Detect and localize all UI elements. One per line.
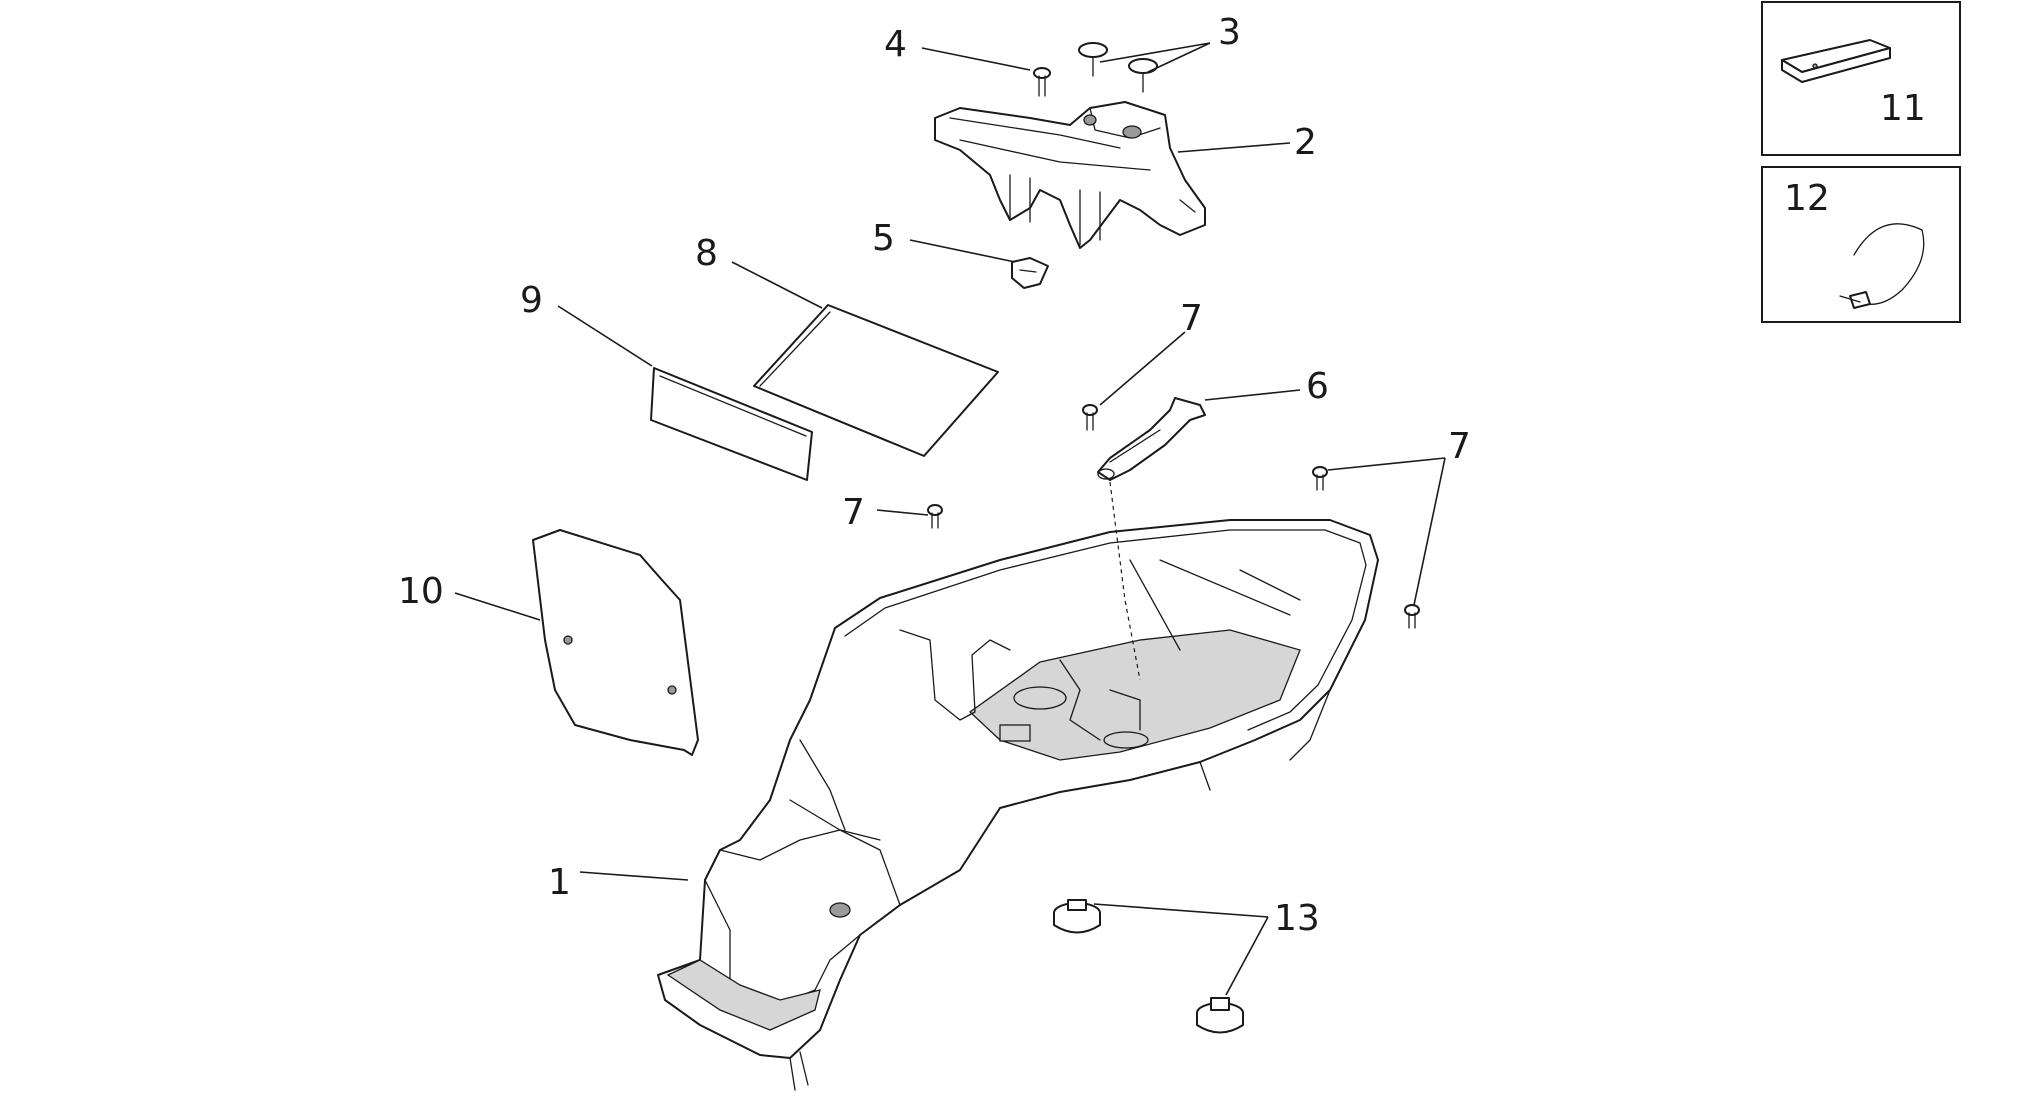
callout-7-right: 7 [1448,426,1471,467]
inset-box-11 [1761,1,1961,156]
leader-7a [1099,331,1186,406]
part-6-strap [1097,397,1206,681]
part-10-cover [532,529,699,756]
part-1-helmet-compartment [657,519,1379,1091]
callout-7-left: 7 [842,492,865,533]
callout-7-upper: 7 [1180,298,1203,339]
leader-2 [1177,142,1291,153]
leader-7b [1327,457,1446,606]
part-9-panel [650,367,813,481]
callout-13: 13 [1274,898,1320,939]
callout-9: 9 [520,280,543,321]
part-2-hinge-bracket [934,101,1206,249]
callout-5: 5 [872,218,895,259]
callout-2: 2 [1294,122,1317,163]
part-5-clip [1011,257,1049,289]
leader-lines [454,42,1446,996]
callout-12: 12 [1784,178,1830,219]
leader-13 [1093,903,1269,996]
callout-11: 11 [1880,88,1926,129]
callout-8: 8 [695,233,718,274]
leader-7c [876,509,929,516]
callout-4: 4 [884,24,907,65]
leader-4 [921,47,1031,71]
inset-box-12 [1761,166,1961,323]
callout-6: 6 [1306,366,1329,407]
callout-1: 1 [548,862,571,903]
leader-6 [1204,389,1301,401]
leader-8 [731,261,823,309]
part-13-buffers [1053,899,1244,1034]
part-7-screws [927,404,1420,629]
callout-labels: 1 2 3 4 5 6 7 7 7 8 9 10 11 12 13 [398,12,1926,939]
leader-1 [579,871,689,881]
callout-3: 3 [1218,12,1241,53]
leader-9 [557,305,653,367]
callout-10: 10 [398,571,444,612]
part-8-pad [753,304,999,457]
leader-10 [454,592,541,621]
part-3-rivets [1078,42,1158,93]
leader-5 [909,239,1016,263]
part-4-screw [1033,67,1051,97]
leader-3 [1099,42,1211,73]
